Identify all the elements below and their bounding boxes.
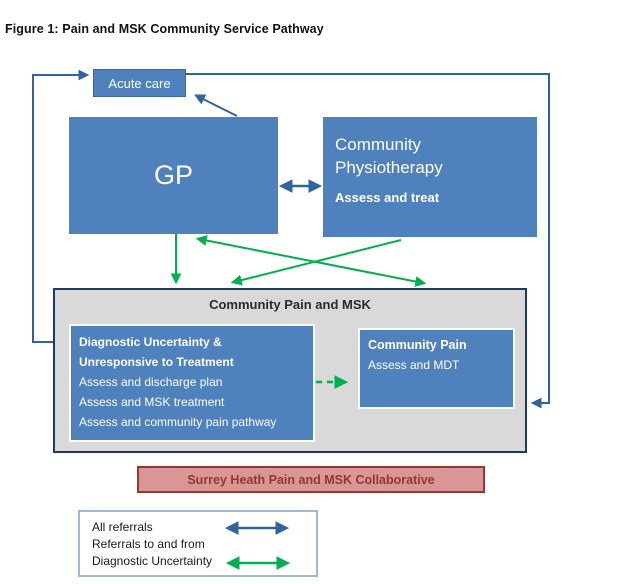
- community-pain-and-msk-box: Community Pain and MSK Diagnostic Uncert…: [53, 288, 527, 453]
- gp-box: GP: [69, 117, 278, 234]
- arrow-gp-to-acute-care: [194, 94, 238, 117]
- gp-label: GP: [153, 160, 193, 190]
- community-pain-heading: Community Pain: [368, 338, 467, 352]
- community-physiotherapy-box: Community Physiotherapy Assess and treat: [323, 117, 537, 237]
- diagnostic-heading-line1: Diagnostic Uncertainty &: [79, 335, 222, 349]
- diagnostic-uncertainty-box: Diagnostic Uncertainty & Unresponsive to…: [69, 324, 315, 442]
- arrow-gp-community-pain-msk-double: [195, 235, 427, 287]
- acute-care-box: Acute care: [93, 69, 186, 97]
- collaborative-banner: Surrey Heath Pain and MSK Collaborative: [137, 466, 485, 493]
- diagnostic-item: Assess and discharge plan: [79, 375, 223, 389]
- diagnostic-item: Assess and community pain pathway: [79, 415, 277, 429]
- community-physiotherapy-title: Community Physiotherapy: [335, 135, 443, 177]
- community-pain-subtitle: Assess and MDT: [368, 358, 460, 372]
- diagnostic-heading-line2: Unresponsive to Treatment: [79, 355, 234, 369]
- community-pain-and-msk-title: Community Pain and MSK: [209, 297, 371, 312]
- figure-title: Figure 1: Pain and MSK Community Service…: [5, 22, 324, 36]
- community-physiotherapy-subtitle: Assess and treat: [335, 189, 440, 205]
- legend-box: All referrals Referrals to and from Diag…: [78, 510, 318, 577]
- diagnostic-item: Assess and MSK treatment: [79, 395, 225, 409]
- collaborative-label: Surrey Heath Pain and MSK Collaborative: [187, 472, 435, 487]
- acute-care-label: Acute care: [108, 75, 171, 91]
- legend-all-referrals-label: All referrals: [92, 520, 153, 534]
- arrow-physiotherapy-to-community-pain-msk: [230, 239, 402, 286]
- legend-referrals-line2: Diagnostic Uncertainty: [92, 554, 213, 568]
- legend-referrals-line1: Referrals to and from: [92, 537, 205, 551]
- community-pain-box: Community Pain Assess and MDT: [358, 328, 515, 409]
